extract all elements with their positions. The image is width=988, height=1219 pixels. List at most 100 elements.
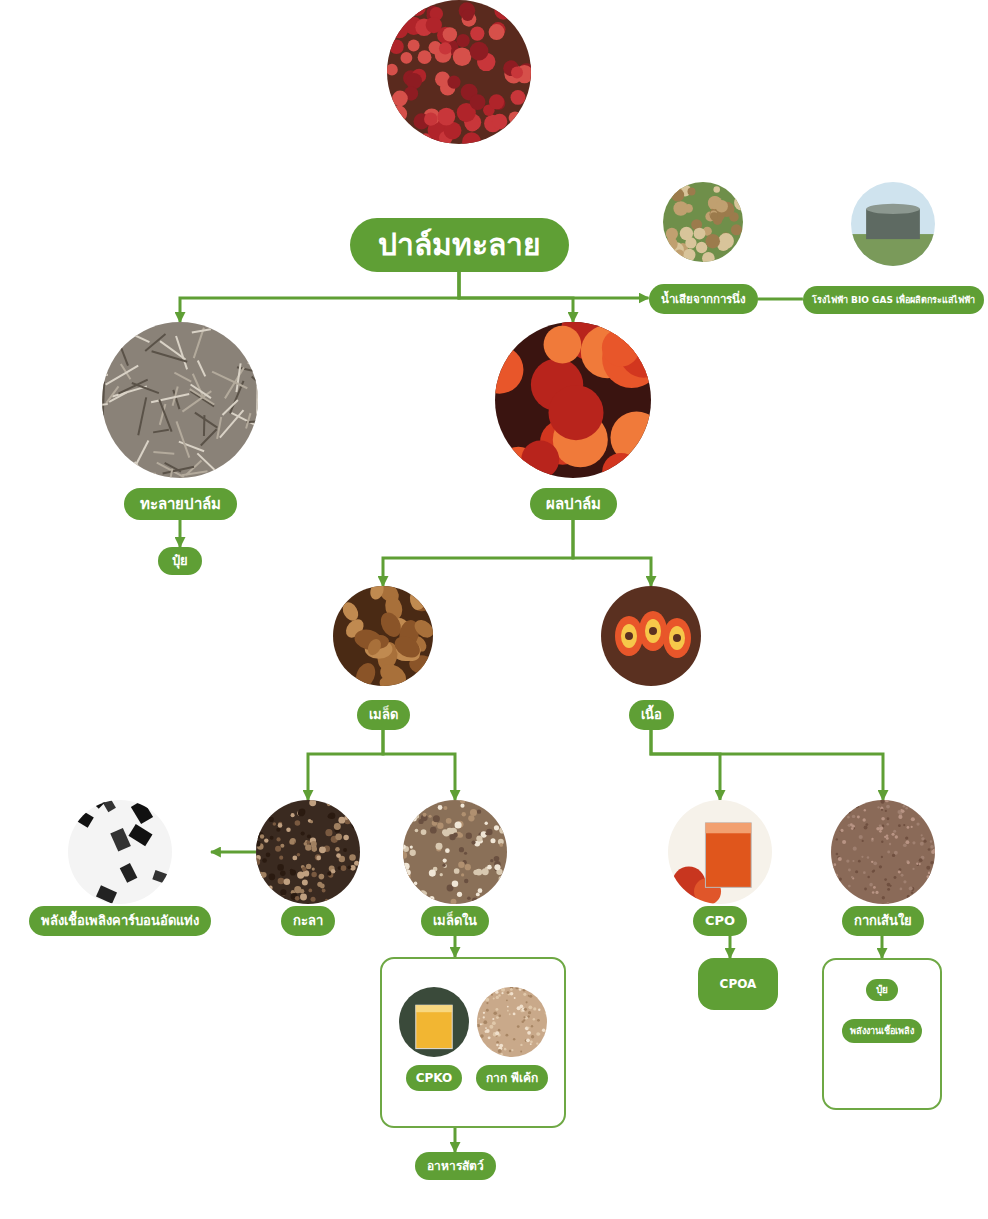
illustration-shape bbox=[525, 1026, 529, 1030]
illustration-shape bbox=[416, 1005, 452, 1012]
illustration-shape bbox=[311, 846, 317, 852]
illustration-shape bbox=[443, 859, 447, 863]
illustration-shape bbox=[291, 813, 295, 817]
illustration-shape bbox=[832, 814, 835, 817]
illustration-shape bbox=[414, 882, 418, 886]
illustration-shape bbox=[269, 817, 274, 822]
illustration-shape bbox=[284, 879, 290, 885]
illustration-shape bbox=[273, 804, 277, 808]
illustration-shape bbox=[331, 869, 336, 874]
illustration-shape bbox=[903, 880, 906, 883]
illustration-shape bbox=[649, 627, 657, 635]
illustration-shape bbox=[145, 334, 165, 351]
photo-circle bbox=[663, 182, 743, 262]
illustration-shape bbox=[311, 872, 316, 877]
illustration-shape bbox=[907, 895, 910, 898]
illustration-shape bbox=[248, 362, 258, 374]
illustration-shape bbox=[671, 188, 684, 201]
illustration-shape bbox=[548, 385, 603, 440]
photo-circle bbox=[403, 800, 507, 904]
illustration-shape bbox=[153, 452, 174, 454]
illustration-shape bbox=[864, 809, 866, 811]
illustration-shape bbox=[861, 856, 863, 858]
illustration-shape bbox=[470, 42, 489, 61]
illustration-shape bbox=[198, 361, 205, 377]
illustration-shape bbox=[399, 987, 469, 1057]
illustration-shape bbox=[881, 800, 885, 803]
illustration-shape bbox=[852, 860, 854, 862]
illustration-shape bbox=[530, 1043, 532, 1045]
illustration-shape bbox=[533, 1049, 536, 1052]
illustration-shape bbox=[486, 829, 492, 835]
illustration-shape bbox=[905, 840, 909, 844]
connector-group bbox=[180, 272, 883, 1152]
illustration-shape bbox=[832, 866, 835, 869]
illustration-shape bbox=[410, 846, 413, 849]
illustration-shape bbox=[933, 814, 935, 817]
illustration-shape bbox=[354, 861, 359, 866]
illustration-shape bbox=[195, 413, 217, 428]
illustration-shape bbox=[217, 417, 221, 439]
illustration-shape bbox=[862, 840, 864, 842]
illustration-shape bbox=[539, 1047, 542, 1050]
illustration-shape bbox=[103, 382, 104, 416]
illustration-shape bbox=[889, 885, 891, 887]
illustration-shape bbox=[438, 805, 443, 810]
illustration-shape bbox=[470, 809, 477, 816]
illustration-shape bbox=[408, 40, 420, 52]
illustration-shape bbox=[710, 212, 718, 220]
illustration-shape bbox=[257, 832, 263, 838]
illustration-shape bbox=[920, 815, 923, 818]
photo-circle bbox=[387, 0, 531, 144]
illustration-shape bbox=[485, 822, 488, 825]
illustration-shape bbox=[538, 1055, 540, 1057]
illustration-shape bbox=[542, 1029, 545, 1032]
flow-arrow bbox=[729, 936, 732, 958]
illustration-shape bbox=[290, 838, 296, 844]
illustration-shape bbox=[412, 812, 415, 815]
illustration-shape bbox=[499, 889, 505, 895]
illustration-shape bbox=[834, 885, 837, 888]
illustration-shape bbox=[153, 430, 169, 433]
illustration-shape bbox=[433, 815, 440, 822]
illustration-shape bbox=[893, 830, 896, 833]
illustration-shape bbox=[920, 842, 924, 846]
node-label: กะลา bbox=[281, 906, 335, 936]
illustration-shape bbox=[179, 442, 204, 452]
illustration-shape bbox=[96, 885, 117, 903]
illustration-shape bbox=[496, 1044, 498, 1046]
node-label: ปาล์มทะลาย bbox=[350, 218, 569, 272]
illustration-shape bbox=[602, 453, 640, 478]
illustration-shape bbox=[478, 993, 482, 997]
illustration-shape bbox=[320, 884, 325, 889]
illustration-shape bbox=[511, 67, 523, 79]
illustration-shape bbox=[494, 825, 499, 830]
illustration-shape bbox=[295, 820, 301, 826]
illustration-shape bbox=[862, 818, 865, 821]
illustration-shape bbox=[305, 844, 311, 850]
illustration-shape bbox=[176, 336, 187, 369]
illustration-shape bbox=[496, 890, 499, 893]
illustration-shape bbox=[312, 867, 315, 870]
illustration-shape bbox=[437, 823, 443, 829]
illustration-shape bbox=[483, 1012, 485, 1014]
process-node: ปุ๋ย bbox=[866, 979, 898, 1001]
illustration-shape bbox=[279, 856, 283, 860]
illustration-shape bbox=[490, 859, 493, 862]
illustration-shape bbox=[504, 4, 518, 18]
illustration-shape bbox=[545, 1031, 547, 1034]
illustration-shape bbox=[466, 833, 472, 839]
illustration-shape bbox=[451, 899, 457, 904]
illustration-shape bbox=[277, 864, 284, 871]
illustration-shape bbox=[675, 249, 683, 257]
illustration-shape bbox=[486, 1029, 490, 1033]
illustration-shape bbox=[506, 999, 508, 1001]
process-node: เนื้อ bbox=[601, 586, 701, 730]
illustration-shape bbox=[455, 821, 462, 828]
illustration-shape bbox=[909, 887, 913, 891]
illustration-shape bbox=[871, 861, 873, 863]
illustration-shape bbox=[495, 1031, 499, 1035]
illustration-shape bbox=[410, 811, 413, 814]
illustration-shape bbox=[415, 895, 419, 899]
illustration-shape bbox=[403, 884, 408, 889]
